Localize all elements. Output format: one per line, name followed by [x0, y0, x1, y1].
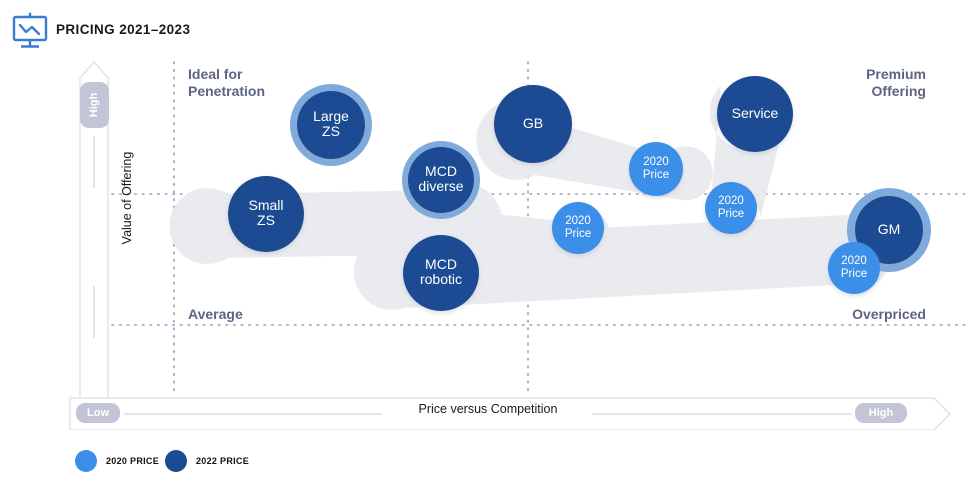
bubble-small-zs[interactable] — [228, 176, 304, 252]
chart-plot-area: High Low High Value of Offering Price ve… — [0, 58, 976, 430]
legend-item-2020-price[interactable]: 2020 PRICE — [75, 450, 159, 472]
quadrant-label-top-right: Premium Offering — [790, 66, 926, 100]
bubble-gb[interactable] — [494, 85, 572, 163]
bubble-2020-price-service[interactable] — [705, 182, 757, 234]
legend-dot-2020-price — [75, 450, 97, 472]
x-axis-label: Price versus Competition — [388, 402, 588, 416]
bubble-group — [169, 76, 931, 311]
bubble-service[interactable] — [717, 76, 793, 152]
x-axis-high-badge: High — [855, 403, 907, 423]
quadrant-label-top-left: Ideal for Penetration — [188, 66, 265, 100]
quadrant-tl-line1: Ideal for — [188, 66, 243, 82]
connector-service-2020price — [708, 85, 785, 235]
bubble-2020-price-gb[interactable] — [629, 142, 683, 196]
bubble-mcd-robotic[interactable] — [403, 235, 479, 311]
chart-legend: 2020 PRICE 2022 PRICE — [0, 440, 976, 492]
quadrant-tr-line2: Offering — [871, 83, 926, 99]
bubble-2020-price-mcd-diverse[interactable] — [552, 202, 604, 254]
legend-label-2022-price: 2022 PRICE — [196, 456, 250, 466]
quadrant-label-bottom-left: Average — [188, 306, 243, 322]
bubble-mcd-diverse[interactable] — [408, 147, 474, 213]
quadrant-label-bottom-right: Overpriced — [852, 306, 926, 322]
page-title: PRICING 2021–2023 — [56, 22, 191, 37]
legend-item-2022-price[interactable]: 2022 PRICE — [165, 450, 249, 472]
quadrant-tl-line2: Penetration — [188, 83, 266, 99]
bubble-large-zs[interactable] — [297, 91, 365, 159]
series-2022-price — [228, 76, 931, 311]
presentation-chart-icon — [12, 12, 48, 48]
x-axis-low-badge: Low — [76, 403, 120, 423]
quadrant-tr-line1: Premium — [866, 66, 926, 82]
y-axis-high-badge: High — [80, 82, 109, 128]
legend-label-2020-price: 2020 PRICE — [106, 456, 160, 466]
bubble-gm[interactable] — [855, 196, 923, 264]
series-2020-price — [552, 142, 880, 294]
bubble-2020-price-gm[interactable] — [828, 242, 880, 294]
connector-mcdrobotic-gm — [353, 214, 893, 310]
legend-dot-2022-price — [165, 450, 187, 472]
header: PRICING 2021–2023 — [0, 0, 976, 58]
